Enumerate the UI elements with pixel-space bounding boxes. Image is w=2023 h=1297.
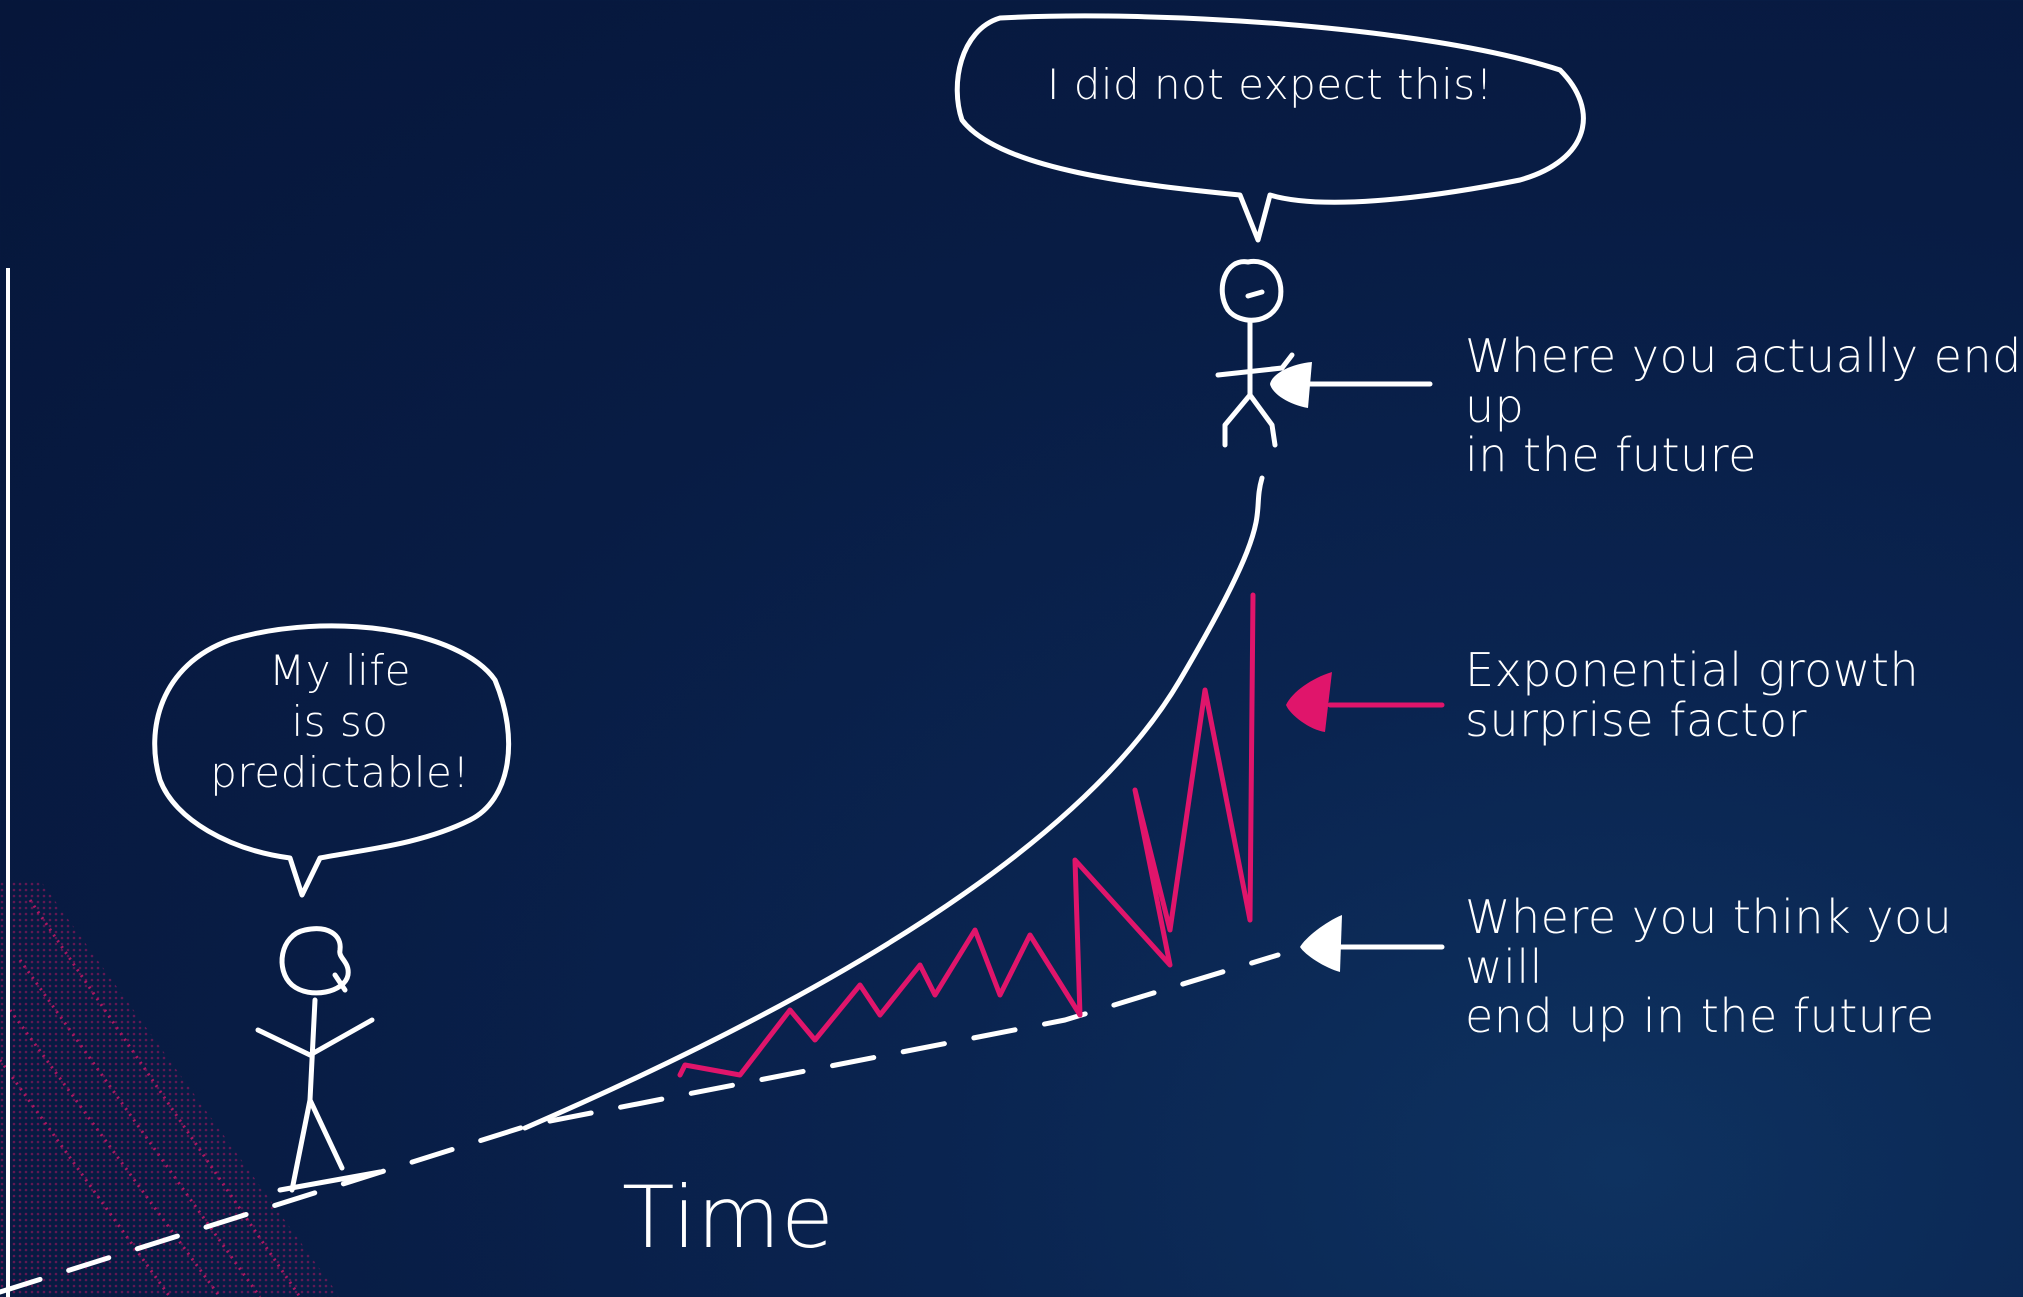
arrow-expected bbox=[1300, 915, 1445, 972]
arrow-surprise bbox=[1286, 672, 1445, 732]
label-surprise-factor: Exponential growth surprise factor bbox=[1465, 643, 1920, 747]
label-expected-outcome: Where you think you will end up in the f… bbox=[1465, 890, 1953, 1044]
speech-bubble-top bbox=[954, 13, 1586, 243]
expected-trend-line bbox=[0, 952, 1281, 1295]
stick-figure-bottom bbox=[255, 926, 383, 1193]
speech-bubble-bottom bbox=[152, 623, 512, 898]
decorative-dotted-streaks bbox=[0, 880, 340, 1297]
label-actual-outcome: Where you actually end up in the future bbox=[1465, 329, 2022, 483]
surprise-factor-zigzag bbox=[677, 592, 1256, 1078]
bubble-text-top: I did not expect this! bbox=[1046, 60, 1494, 109]
arrow-actual bbox=[1270, 362, 1433, 408]
x-axis-label: Time bbox=[622, 1168, 835, 1268]
stick-figure-top bbox=[1215, 258, 1295, 448]
bubble-text-bottom: My life is so predictable! bbox=[210, 646, 470, 798]
exponential-curve bbox=[522, 475, 1265, 1131]
